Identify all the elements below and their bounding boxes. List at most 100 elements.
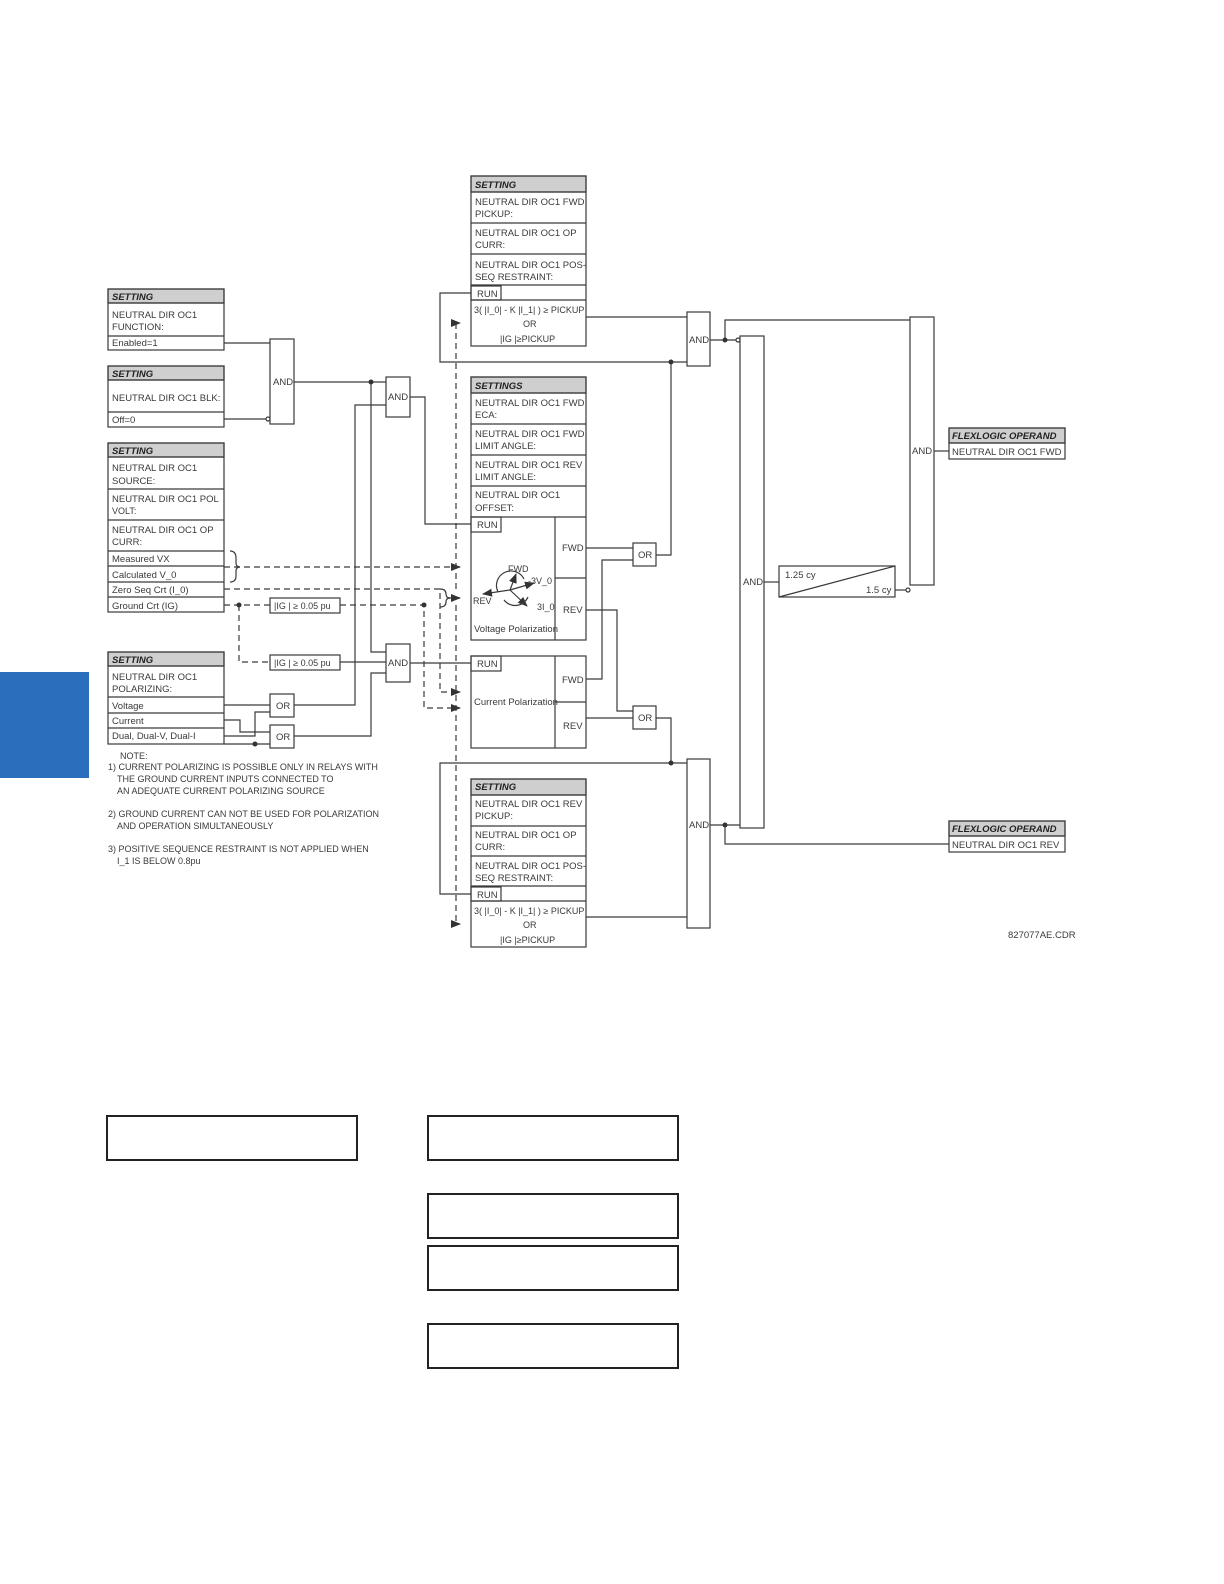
voltage-fwd-label: FWD — [562, 543, 584, 554]
and-gate-rev — [686, 758, 711, 929]
rev-pickup-1: NEUTRAL DIR OC1 REV — [475, 799, 583, 810]
fwd-formula: 3( |I_0| - K |I_1| ) ≥ PICKUP — [474, 305, 584, 315]
current-run-label: RUN — [477, 659, 498, 670]
fwd-pickup-1: NEUTRAL DIR OC1 FWD — [475, 197, 585, 208]
source-item: Zero Seq Crt (I_0) — [112, 585, 189, 596]
note-line: I_1 IS BELOW 0.8pu — [117, 856, 201, 866]
offset-2: OFFSET: — [475, 503, 514, 514]
setting-polvolt-name-2: VOLT: — [112, 506, 136, 516]
polarization-vector-sketch — [482, 570, 535, 607]
setting-polarizing-name-2: POLARIZING: — [112, 684, 172, 695]
setting-opcurr-name-1: NEUTRAL DIR OC1 OP — [112, 525, 214, 536]
polarizing-option: Dual, Dual-V, Dual-I — [112, 731, 196, 742]
setting-polvolt-name-1: NEUTRAL DIR OC1 POL — [112, 494, 219, 505]
output-fwd-name: NEUTRAL DIR OC1 FWD — [952, 447, 1062, 458]
offset-1: NEUTRAL DIR OC1 — [475, 490, 560, 501]
note-line: 1) CURRENT POLARIZING IS POSSIBLE ONLY I… — [108, 762, 378, 772]
and-gate-label: AND — [689, 335, 709, 346]
source-item: Measured VX — [112, 554, 170, 565]
current-fwd-label: FWD — [562, 675, 584, 686]
diagram-text: SETTING NEUTRAL DIR OC1 FUNCTION: Enable… — [108, 180, 1076, 945]
vector-fwd-label: FWD — [508, 564, 529, 574]
timer-dropout: 1.5 cy — [866, 585, 892, 596]
and-gate-label: AND — [912, 446, 932, 457]
voltage-run-label: RUN — [477, 520, 498, 531]
setting-blk-header: SETTING — [112, 369, 154, 380]
current-rev-label: REV — [563, 721, 583, 732]
fwd-run-label: RUN — [477, 289, 498, 300]
vector-v0-label: -3V_0 — [528, 576, 552, 586]
or-gate-label: OR — [638, 713, 652, 724]
note-line: 3) POSITIVE SEQUENCE RESTRAINT IS NOT AP… — [108, 844, 369, 854]
ig-comparator-2-label: |IG | ≥ 0.05 pu — [274, 658, 331, 668]
source-item: Ground Crt (IG) — [112, 601, 178, 612]
empty-box — [427, 1323, 679, 1369]
source-item: Calculated V_0 — [112, 570, 176, 581]
note-line: AND OPERATION SIMULTANEOUSLY — [117, 821, 273, 831]
rev-opcurr-2: CURR: — [475, 842, 505, 853]
fwd-formula-2: |IG |≥PICKUP — [500, 334, 555, 344]
setting-source-header: SETTING — [112, 446, 154, 457]
note-line: AN ADEQUATE CURRENT POLARIZING SOURCE — [117, 786, 325, 796]
setting-fwd-header: SETTING — [475, 180, 517, 191]
setting-opcurr-name-2: CURR: — [112, 537, 142, 548]
and-gate-label: AND — [388, 392, 408, 403]
fwd-posseq-1: NEUTRAL DIR OC1 POS- — [475, 260, 586, 271]
setting-rev-block — [470, 778, 587, 948]
setting-function-block — [107, 288, 225, 351]
rev-or: OR — [523, 920, 537, 930]
or-gate-label: OR — [276, 732, 290, 743]
setting-function-name-2: FUNCTION: — [112, 322, 164, 333]
fwd-opcurr-1: NEUTRAL DIR OC1 OP — [475, 228, 577, 239]
setting-rev-header: SETTING — [475, 782, 517, 793]
rev-formula: 3( |I_0| - K |I_1| ) ≥ PICKUP — [474, 906, 584, 916]
setting-polarizing-block — [107, 651, 225, 745]
or-gate-label: OR — [638, 550, 652, 561]
empty-box — [106, 1115, 358, 1161]
fwd-limit-2: LIMIT ANGLE: — [475, 441, 536, 452]
output-rev-name: NEUTRAL DIR OC1 REV — [952, 840, 1060, 851]
ig-comparator-1-label: |IG | ≥ 0.05 pu — [274, 601, 331, 611]
output-rev-block — [948, 820, 1066, 853]
rev-posseq-1: NEUTRAL DIR OC1 POS- — [475, 861, 586, 872]
vector-rev-label: REV — [473, 596, 492, 606]
chapter-tab — [0, 672, 89, 778]
output-fwd-block — [948, 427, 1066, 460]
fwd-or: OR — [523, 319, 537, 329]
rev-pickup-2: PICKUP: — [475, 811, 513, 822]
setting-fwd-block — [470, 175, 587, 347]
voltage-polarization-label: Voltage Polarization — [474, 624, 558, 635]
rev-limit-2: LIMIT ANGLE: — [475, 472, 536, 483]
rev-run-label: RUN — [477, 890, 498, 901]
eca-1: NEUTRAL DIR OC1 FWD — [475, 398, 585, 409]
settings-angles-block — [470, 376, 587, 641]
setting-blk-name: NEUTRAL DIR OC1 BLK: — [112, 393, 220, 404]
empty-box — [427, 1245, 679, 1291]
current-polarization-label: Current Polarization — [474, 697, 558, 708]
fwd-opcurr-2: CURR: — [475, 240, 505, 251]
rev-posseq-2: SEQ RESTRAINT: — [475, 873, 553, 884]
setting-function-name-1: NEUTRAL DIR OC1 — [112, 310, 197, 321]
setting-function-header: SETTING — [112, 292, 154, 303]
timer-pickup: 1.25 cy — [785, 570, 816, 581]
output-rev-header: FLEXLOGIC OPERAND — [952, 824, 1057, 835]
setting-polarizing-name-1: NEUTRAL DIR OC1 — [112, 672, 197, 683]
setting-blk-block — [107, 365, 225, 428]
or-gate-label: OR — [276, 701, 290, 712]
voltage-rev-label: REV — [563, 605, 583, 616]
empty-box — [427, 1193, 679, 1239]
and-gate-label: AND — [273, 377, 293, 388]
setting-source-block — [107, 442, 225, 613]
and-gate-label: AND — [388, 658, 408, 669]
rev-formula-2: |IG |≥PICKUP — [500, 935, 555, 945]
fwd-limit-1: NEUTRAL DIR OC1 FWD — [475, 429, 585, 440]
and-gate-fwd — [686, 311, 711, 367]
fwd-pickup-2: PICKUP: — [475, 209, 513, 220]
empty-box — [427, 1115, 679, 1161]
fwd-posseq-2: SEQ RESTRAINT: — [475, 272, 553, 283]
output-fwd-header: FLEXLOGIC OPERAND — [952, 431, 1057, 442]
setting-source-name-2: SOURCE: — [112, 476, 155, 487]
rev-opcurr-1: NEUTRAL DIR OC1 OP — [475, 830, 577, 841]
drawing-id: 827077AE.CDR — [1008, 930, 1076, 941]
solid-wires — [224, 292, 949, 918]
